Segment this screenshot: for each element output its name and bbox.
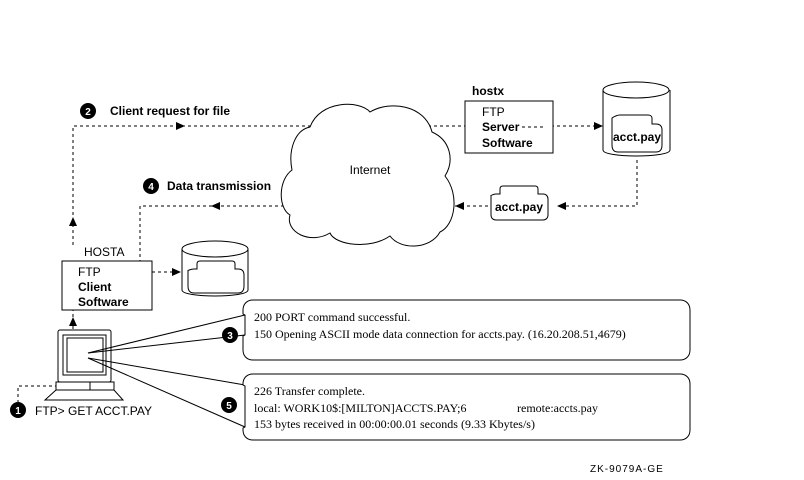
file-in-transit-icon — [490, 185, 549, 221]
svg-text:2: 2 — [85, 107, 91, 118]
ftp-server-box: FTP Server Software — [464, 100, 554, 154]
callout-3-line-2: 150 Opening ASCII mode data connection f… — [254, 327, 626, 341]
svg-text:Software: Software — [78, 295, 129, 309]
terminal-icon — [43, 329, 125, 401]
step-1-command: FTP> GET ACCT.PAY — [35, 404, 152, 418]
callout-5-bubble — [242, 373, 691, 441]
svg-text:5: 5 — [226, 401, 232, 412]
transit-file-label: acct.pay — [495, 200, 543, 214]
arrow-left-from-disk — [557, 202, 566, 210]
ftp-client-box: FTP Client Software — [61, 260, 153, 311]
step-2-badge: 2 — [80, 103, 96, 119]
arrow-right-into-local-disk — [172, 268, 181, 276]
arrow-up-from-terminal — [69, 317, 77, 326]
svg-text:Client: Client — [78, 280, 111, 294]
internet-label: Internet — [350, 163, 391, 177]
figure-id: ZK-9079A-GE — [590, 464, 664, 475]
arrow-left-transmission — [211, 202, 220, 210]
arrow-right-request — [176, 122, 185, 130]
local-host-name: HOSTA — [84, 245, 124, 259]
step-2-label: Client request for file — [110, 104, 230, 118]
remote-file-label: acct.pay — [613, 130, 661, 144]
arrow-right-into-disk — [594, 122, 603, 130]
step-1-badge: 1 — [10, 402, 26, 418]
svg-text:Server: Server — [482, 120, 520, 134]
internet-cloud — [280, 103, 455, 247]
svg-text:1: 1 — [15, 406, 21, 417]
step-5-badge: 5 — [221, 397, 237, 413]
callout-5-line-1: 226 Transfer complete. — [254, 384, 365, 398]
callout-5-line-2-remote: remote:accts.pay — [517, 401, 598, 415]
remote-disk-icon — [602, 81, 671, 157]
svg-text:3: 3 — [227, 331, 233, 342]
callout-5-line-3: 153 bytes received in 00:00:00.01 second… — [254, 417, 535, 431]
local-disk-icon — [181, 240, 249, 297]
step-4-label: Data transmission — [167, 179, 271, 193]
arrow-up-to-request — [69, 217, 77, 226]
svg-text:4: 4 — [148, 182, 154, 193]
callout-3-bubble — [242, 299, 691, 361]
arrow-left-to-cloud — [455, 202, 464, 210]
step-4-badge: 4 — [143, 178, 159, 194]
callout-3-line-1: 200 PORT command successful. — [254, 310, 410, 324]
svg-text:FTP: FTP — [78, 265, 101, 279]
remote-host-name: hostx — [472, 84, 504, 98]
step-3-badge: 3 — [222, 327, 238, 343]
svg-text:FTP: FTP — [482, 105, 505, 119]
callout-5-line-2-local: local: WORK10$:[MILTON]ACCTS.PAY;6 — [254, 401, 466, 415]
callout-connectors — [87, 314, 246, 428]
svg-text:Software: Software — [482, 136, 533, 150]
